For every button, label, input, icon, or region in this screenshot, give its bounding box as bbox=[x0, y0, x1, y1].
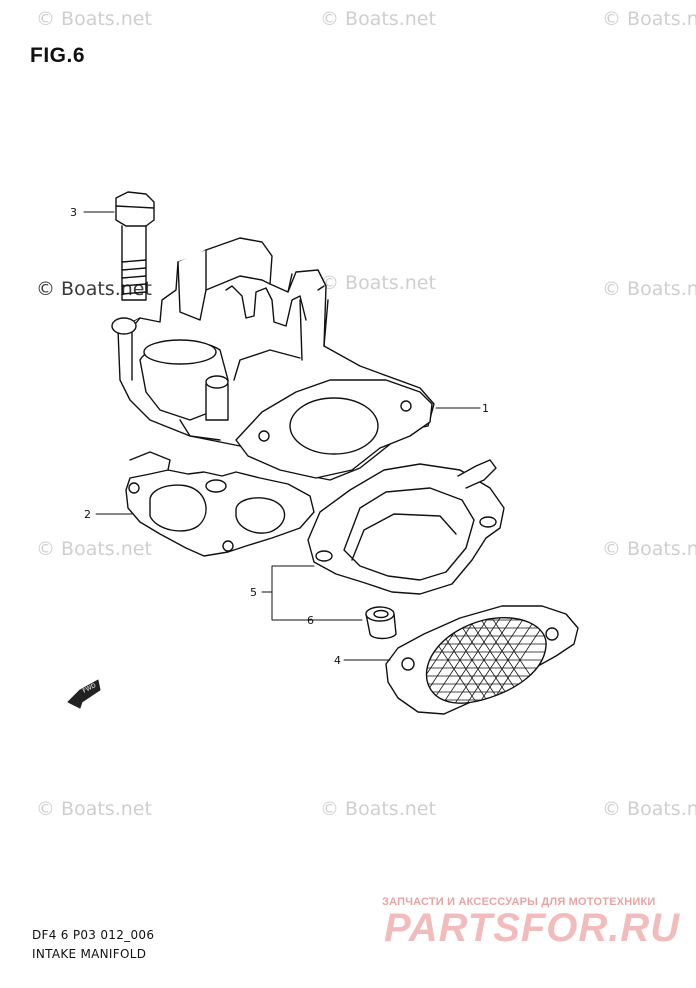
part-3-bolt[interactable] bbox=[115, 191, 155, 301]
watermark: © Boats.net bbox=[320, 8, 436, 30]
watermark: © Boats.net bbox=[36, 798, 152, 820]
watermark: © Boats.net bbox=[602, 8, 696, 30]
figure-code: DF4 6 P03 012_006 bbox=[32, 928, 155, 942]
callout-3[interactable]: 3 bbox=[70, 206, 77, 219]
figure-title: FIG.6 bbox=[30, 44, 86, 67]
brand-logo: PARTSFOR.RU bbox=[384, 906, 681, 950]
part-4-screen[interactable] bbox=[385, 600, 579, 720]
watermark: © Boats.net bbox=[320, 798, 436, 820]
callout-2[interactable]: 2 bbox=[84, 508, 91, 521]
watermark: © Boats.net bbox=[36, 8, 152, 30]
part-2-gasket[interactable] bbox=[125, 451, 315, 557]
watermark: © Boats.net bbox=[602, 278, 696, 300]
figure-subtitle: INTAKE MANIFOLD bbox=[32, 947, 147, 961]
watermark: © Boats.net bbox=[320, 272, 436, 294]
callout-4[interactable]: 4 bbox=[334, 654, 341, 667]
watermark: © Boats.net bbox=[602, 798, 696, 820]
part-6-collar[interactable] bbox=[365, 606, 397, 640]
leader-lines bbox=[83, 211, 481, 661]
watermark: © Boats.net bbox=[602, 538, 696, 560]
part-5-insulator[interactable] bbox=[307, 459, 505, 595]
watermark: © Boats.net bbox=[36, 538, 152, 560]
part-1-intake-manifold[interactable] bbox=[111, 237, 435, 481]
callout-5[interactable]: 5 bbox=[250, 586, 257, 599]
callout-1[interactable]: 1 bbox=[482, 402, 489, 415]
brand-caption: ЗАПЧАСТИ И АКСЕССУАРЫ ДЛЯ МОТОТЕХНИКИ bbox=[382, 896, 656, 908]
fwd-arrow-icon: FWD bbox=[67, 679, 101, 709]
callout-6[interactable]: 6 bbox=[307, 614, 314, 627]
